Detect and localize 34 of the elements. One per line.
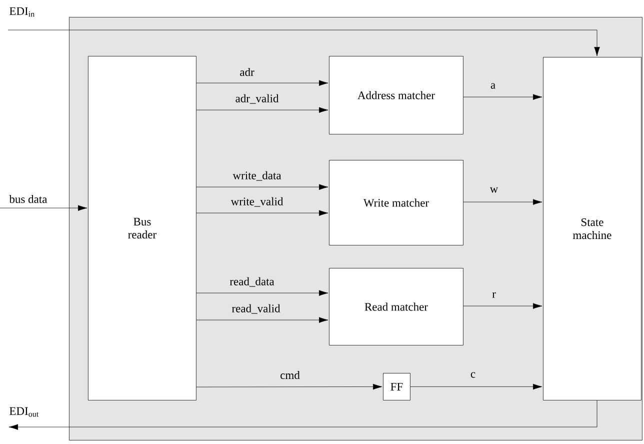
arrow [196, 80, 328, 86]
flipflop-box: FF [383, 373, 410, 400]
signal-label: EDI$_{in}$ [10, 7, 34, 17]
arrow [410, 384, 542, 390]
arrow [196, 317, 328, 323]
arrow [196, 107, 328, 113]
block-box: Read matcher [329, 268, 464, 346]
signal-label: read_data [230, 277, 274, 287]
signal-label: r [492, 292, 496, 298]
arrow [8, 30, 600, 56]
signal-label: adr [240, 68, 254, 76]
arrow [196, 384, 382, 390]
signal-label: c [470, 372, 476, 378]
block-box: State machine [543, 57, 642, 400]
signal-label: write_valid [230, 197, 284, 207]
signal-label: EDI$_{out}$ [10, 407, 39, 417]
signal-label: bus data [9, 194, 48, 204]
arrow [463, 303, 542, 309]
block-box: Write matcher [329, 160, 464, 246]
arrow [8, 400, 598, 430]
arrow [196, 184, 328, 190]
block-box: Bus reader [88, 56, 196, 400]
arrow [196, 210, 328, 216]
signal-label: a [490, 83, 496, 89]
signal-label: write_data [232, 171, 282, 181]
signal-label: adr_valid [236, 94, 279, 104]
arrow [196, 290, 328, 296]
arrow [463, 94, 542, 100]
signal-label: w [490, 187, 498, 193]
arrow [0, 205, 88, 211]
arrow [463, 199, 542, 205]
signal-label: read_valid [232, 304, 280, 314]
signal-label: cmd [280, 370, 300, 380]
block-box: Address matcher [329, 56, 464, 134]
